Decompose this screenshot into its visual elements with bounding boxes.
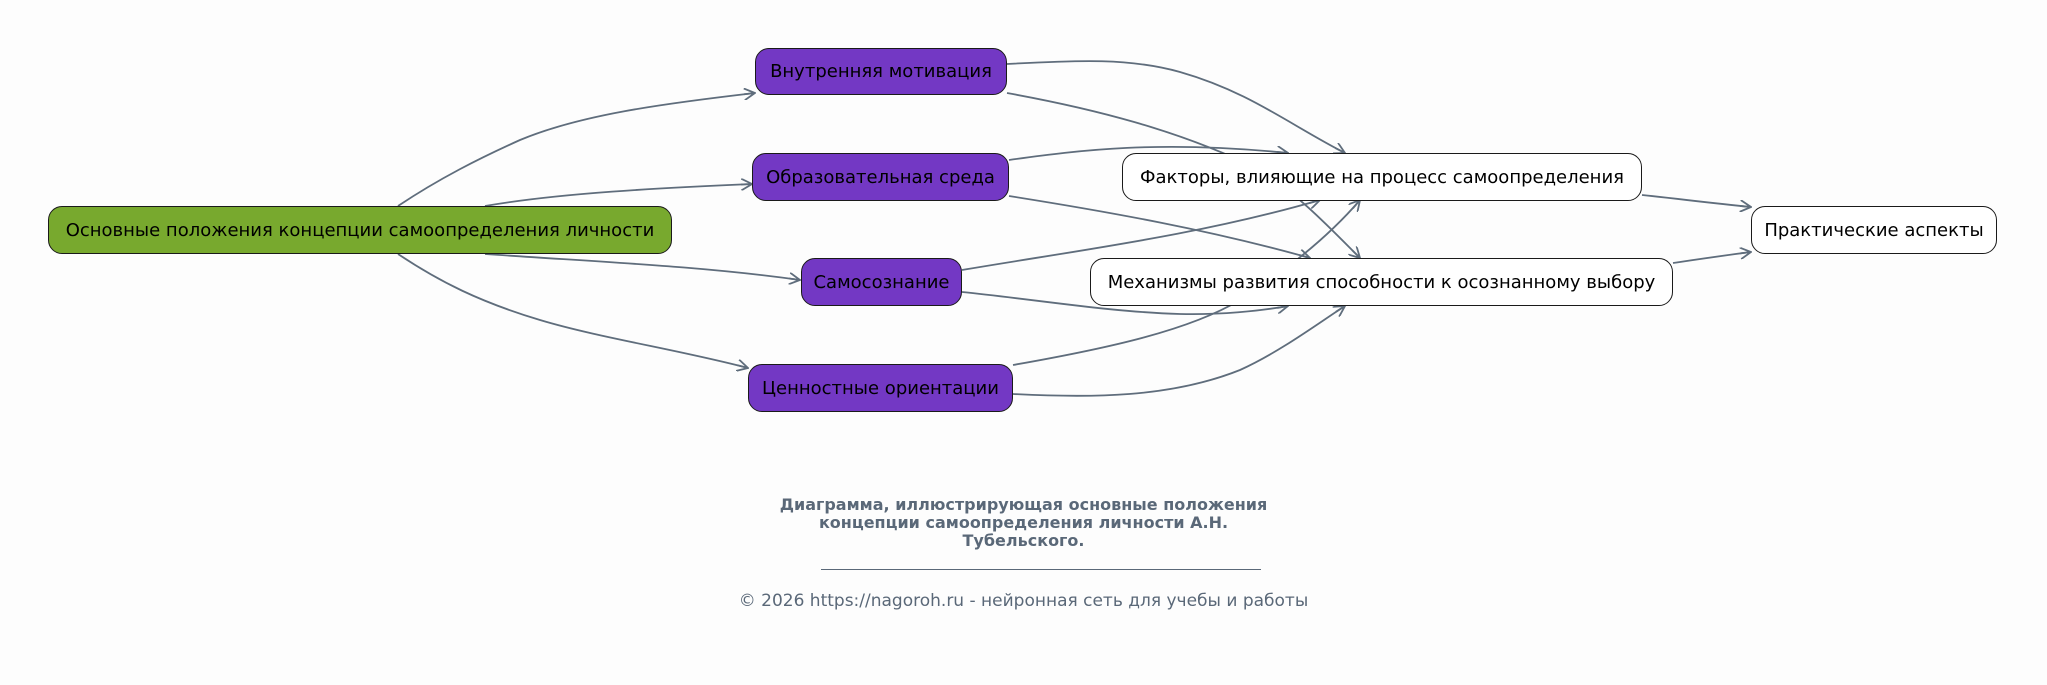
edge-mechanisms-to-practical [1672, 252, 1751, 264]
concept-diagram: Основные положения концепции самоопредел… [48, 48, 1997, 412]
edge-selfawareness-to-mechanisms [961, 291, 1288, 316]
edge-root-to-motivation [397, 93, 755, 207]
edge-motivation-to-factors [1006, 60, 1345, 153]
node-internal-motivation[interactable]: Внутренняя мотивация [755, 48, 1007, 95]
edge-factors-to-practical [1641, 194, 1751, 207]
node-label: Внутренняя мотивация [770, 61, 992, 82]
edge-root-to-values [397, 253, 748, 368]
divider [821, 569, 1261, 570]
edge-environment-to-mechanisms [1008, 195, 1310, 258]
node-label: Механизмы развития способности к осознан… [1107, 271, 1656, 293]
node-self-awareness[interactable]: Самосознание [801, 258, 962, 306]
edge-values-to-mechanisms [1012, 306, 1345, 397]
node-label: Факторы, влияющие на процесс самоопредел… [1140, 166, 1624, 188]
caption-line: Тубельского. [962, 531, 1085, 550]
node-label: Практические аспекты [1764, 219, 1984, 241]
node-label: Образовательная среда [766, 166, 995, 188]
diagram-caption: Диаграмма, иллюстрирующая основные полож… [0, 496, 2047, 550]
edge-selfawareness-to-factors [961, 200, 1320, 271]
node-label: Основные положения концепции самоопредел… [65, 219, 655, 241]
node-factors[interactable]: Факторы, влияющие на процесс самоопредел… [1122, 153, 1642, 201]
edge-environment-to-factors [1008, 145, 1288, 161]
node-practical-aspects[interactable]: Практические аспекты [1751, 206, 1997, 254]
caption-line: Диаграмма, иллюстрирующая основные полож… [779, 495, 1268, 514]
caption-line: концепции самоопределения личности А.Н. [818, 513, 1229, 532]
node-value-orientations[interactable]: Ценностные ориентации [748, 364, 1013, 412]
node-label: Самосознание [813, 271, 950, 293]
node-root-concept[interactable]: Основные положения концепции самоопредел… [48, 206, 672, 254]
node-label: Ценностные ориентации [762, 377, 999, 399]
node-educational-environment[interactable]: Образовательная среда [752, 153, 1009, 201]
edge-root-to-environment [484, 184, 752, 207]
edge-root-to-selfawareness [484, 253, 800, 280]
node-mechanisms[interactable]: Механизмы развития способности к осознан… [1090, 258, 1673, 306]
footer-copyright: © 2026 https://nagoroh.ru - нейронная се… [738, 591, 1309, 611]
